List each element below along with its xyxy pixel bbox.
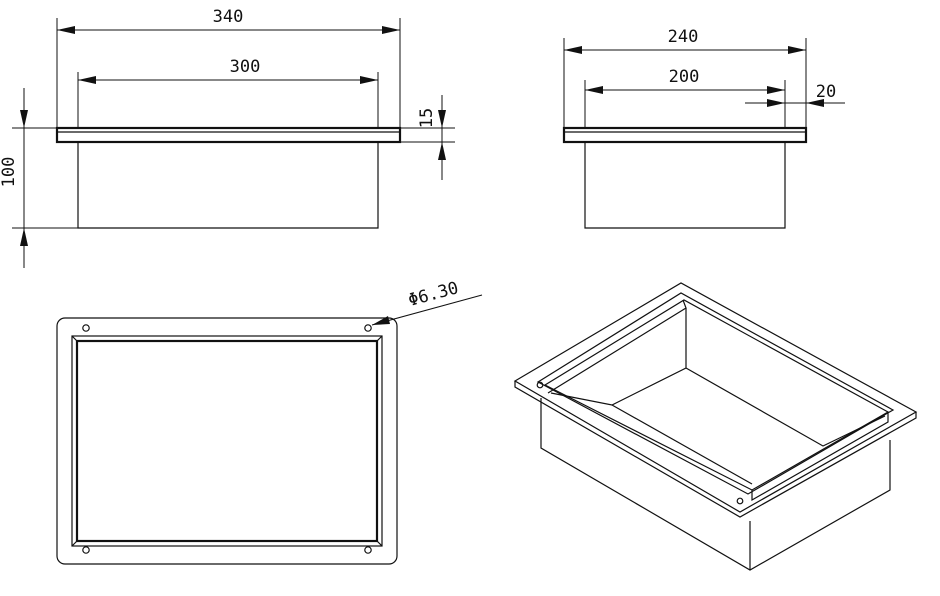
mount-hole-top-left xyxy=(82,324,90,332)
mount-hole-top-right xyxy=(364,324,372,332)
dim-20-label: 20 xyxy=(816,82,836,102)
iso-opening-outer xyxy=(536,292,895,495)
side-flange xyxy=(562,126,808,144)
side-body xyxy=(584,142,786,229)
dim-inner-width-side: 200 xyxy=(584,67,786,128)
iso-hole-front xyxy=(736,497,744,505)
dim-depth: 100 xyxy=(0,88,78,268)
iso-inner-back-wall xyxy=(550,308,687,406)
front-flange xyxy=(55,126,402,144)
dim-overall-width-side: 240 xyxy=(563,27,807,128)
side-view: 240 200 20 xyxy=(562,27,845,229)
iso-inner-floor-edge xyxy=(685,367,886,447)
dim-flange-thickness: 15 xyxy=(400,95,455,180)
dim-15-label: 15 xyxy=(417,108,437,128)
dim-300-label: 300 xyxy=(230,57,261,77)
front-body xyxy=(77,142,379,229)
top-opening-inner xyxy=(75,339,379,543)
mount-hole-bottom-left xyxy=(82,546,90,554)
dim-340-label: 340 xyxy=(213,7,244,27)
hole-diameter-label: Φ6.30 xyxy=(406,278,461,311)
top-opening-outer xyxy=(71,335,383,547)
iso-outer-body xyxy=(540,398,891,571)
dim-flange-width: 20 xyxy=(745,82,845,128)
dim-240-label: 240 xyxy=(668,27,699,47)
iso-hole-left xyxy=(536,381,544,389)
dim-100-label: 100 xyxy=(0,157,19,188)
top-flange-outline xyxy=(56,317,398,565)
top-view: Φ6.30 xyxy=(56,278,483,565)
mount-hole-bottom-right xyxy=(364,546,372,554)
front-view: 340 300 15 100 xyxy=(0,7,455,268)
dim-200-label: 200 xyxy=(669,67,700,87)
dim-inner-width-front: 300 xyxy=(77,57,379,128)
isometric-view xyxy=(513,282,918,571)
dim-overall-width-front: 340 xyxy=(56,7,401,128)
